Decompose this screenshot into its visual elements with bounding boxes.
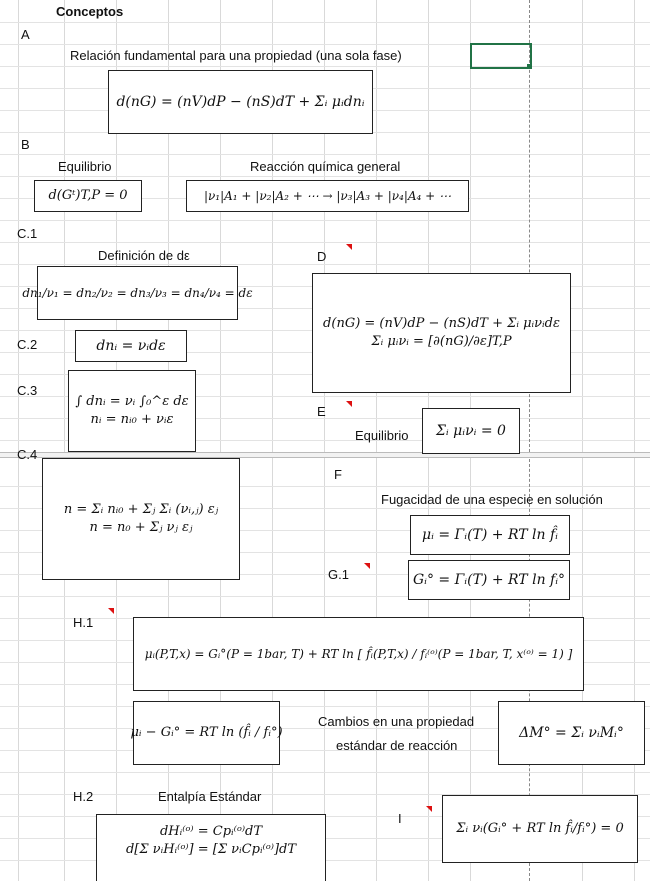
formula-a[interactable]: d(nG) = (nV)dP − (nS)dT + Σᵢ μᵢdnᵢ xyxy=(108,70,373,134)
fugacidad-label[interactable]: Fugacidad de una especie en solución xyxy=(381,492,603,507)
formula-e[interactable]: Σᵢ μᵢνᵢ = 0 xyxy=(422,408,520,454)
cambios-label-line1[interactable]: Cambios en una propiedad xyxy=(318,714,475,729)
formula-b-equilibrio[interactable]: d(Gᵗ)T,P = 0 xyxy=(34,180,142,212)
formula-c4-line2: n = n₀ + Σⱼ νⱼ εⱼ xyxy=(89,520,193,535)
formula-b-reaccion[interactable]: |ν₁|A₁ + |ν₂|A₂ + ⋯ → |ν₃|A₃ + |ν₄|A₄ + … xyxy=(186,180,469,212)
formula-c4-line1: n = Σᵢ nᵢ₀ + Σⱼ Σᵢ (νᵢ,ⱼ) εⱼ xyxy=(63,502,219,518)
page-break-line xyxy=(529,0,530,881)
comment-indicator[interactable] xyxy=(346,244,352,250)
formula-c3[interactable]: ∫ dnᵢ = νᵢ ∫₀^ε dε nᵢ = nᵢ₀ + νᵢε xyxy=(68,370,196,452)
formula-c3-integral: ∫ dnᵢ = νᵢ ∫₀^ε dε xyxy=(75,394,189,410)
definicion-label[interactable]: Definición de dε xyxy=(98,248,190,263)
section-h2-label[interactable]: H.2 xyxy=(73,789,94,804)
formula-d-line2: Σᵢ μᵢνᵢ = [∂(nG)/∂ε]T,P xyxy=(371,334,512,349)
equilibrio-e-label[interactable]: Equilibrio xyxy=(355,428,409,443)
formula-d[interactable]: d(nG) = (nV)dP − (nS)dT + Σᵢ μᵢνᵢdε Σᵢ μ… xyxy=(312,273,571,393)
section-a-label[interactable]: A xyxy=(21,27,30,42)
section-b-label[interactable]: B xyxy=(21,137,30,152)
formula-c3-linear: nᵢ = nᵢ₀ + νᵢε xyxy=(90,412,174,427)
formula-h2-line1: dHᵢ⁽ᵒ⁾ = Cpᵢ⁽ᵒ⁾dT xyxy=(159,824,263,839)
selected-cell[interactable] xyxy=(470,43,532,69)
comment-indicator[interactable] xyxy=(364,563,370,569)
formula-i[interactable]: Σᵢ νᵢ(Gᵢ° + RT ln f̂ᵢ/fᵢ°) = 0 xyxy=(442,795,638,863)
formula-h1-delta[interactable]: ΔM° = Σᵢ νᵢMᵢ° xyxy=(498,701,645,765)
formula-g1[interactable]: Gᵢ° = Γᵢ(T) + RT ln fᵢ° xyxy=(408,560,570,600)
frozen-split-band xyxy=(0,452,650,458)
section-c1-label[interactable]: C.1 xyxy=(17,226,38,241)
equilibrio-label[interactable]: Equilibrio xyxy=(58,159,112,174)
section-c2-label[interactable]: C.2 xyxy=(17,337,38,352)
comment-indicator[interactable] xyxy=(108,608,114,614)
comment-indicator[interactable] xyxy=(426,806,432,812)
formula-d-line1: d(nG) = (nV)dP − (nS)dT + Σᵢ μᵢνᵢdε xyxy=(323,316,560,332)
formula-h2-line2: d[Σ νᵢHᵢ⁽ᵒ⁾] = [Σ νᵢCpᵢ⁽ᵒ⁾]dT xyxy=(125,841,297,857)
reaccion-label[interactable]: Reacción química general xyxy=(250,159,401,174)
section-c3-label[interactable]: C.3 xyxy=(17,383,38,398)
section-f-label[interactable]: F xyxy=(334,467,342,482)
section-c4-label[interactable]: C.4 xyxy=(17,447,37,462)
cambios-label-line2[interactable]: estándar de reacción xyxy=(336,738,458,753)
formula-c4[interactable]: n = Σᵢ nᵢ₀ + Σⱼ Σᵢ (νᵢ,ⱼ) εⱼ n = n₀ + Σⱼ… xyxy=(42,458,240,580)
formula-h1-difference[interactable]: μᵢ − Gᵢ° = RT ln (f̂ᵢ / fᵢ°) xyxy=(130,701,283,765)
formula-c1[interactable]: dn₁/ν₁ = dn₂/ν₂ = dn₃/ν₃ = dn₄/ν₄ = dε xyxy=(22,266,253,320)
formula-f[interactable]: μᵢ = Γᵢ(T) + RT ln f̂ᵢ xyxy=(410,515,570,555)
relacion-fundamental-label[interactable]: Relación fundamental para una propiedad … xyxy=(70,48,402,63)
formula-h2[interactable]: dHᵢ⁽ᵒ⁾ = Cpᵢ⁽ᵒ⁾dT d[Σ νᵢHᵢ⁽ᵒ⁾] = [Σ νᵢCp… xyxy=(96,814,326,881)
section-g1-label[interactable]: G.1 xyxy=(328,567,349,582)
entalpia-label[interactable]: Entalpía Estándar xyxy=(158,789,262,804)
section-i-label[interactable]: I xyxy=(398,811,402,826)
section-d-label[interactable]: D xyxy=(317,249,327,264)
comment-indicator[interactable] xyxy=(346,401,352,407)
section-e-label[interactable]: E xyxy=(317,404,326,419)
section-h1-label[interactable]: H.1 xyxy=(73,615,94,630)
sheet-title[interactable]: Conceptos xyxy=(56,4,124,19)
formula-c2[interactable]: dnᵢ = νᵢdε xyxy=(75,330,187,362)
fill-handle[interactable] xyxy=(527,64,532,69)
formula-h1[interactable]: μᵢ(P,T,x) = Gᵢ°(P = 1bar, T) + RT ln [ f… xyxy=(133,617,584,691)
